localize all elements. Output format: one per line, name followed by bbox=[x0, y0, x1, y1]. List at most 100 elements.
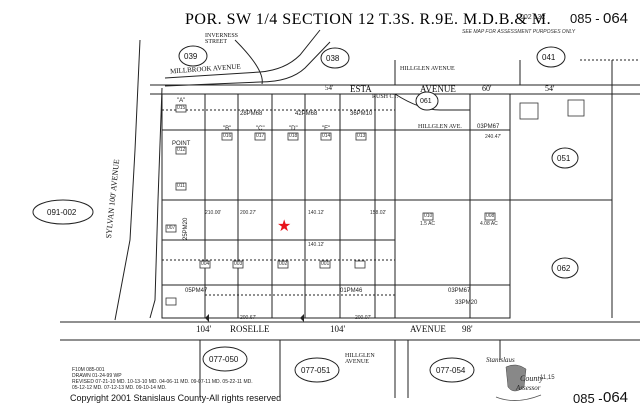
dim-5: 140.12' bbox=[308, 242, 325, 248]
plat-05pm47: 05PM47 bbox=[185, 288, 208, 294]
map-note: SEE MAP FOR ASSESSMENT PURPOSES ONLY bbox=[462, 29, 576, 35]
book-code: 002 132 bbox=[520, 14, 546, 21]
stanislaus-logo: Stanislaus County Assessor 11,15 bbox=[486, 357, 556, 407]
footer-line3: REVISED 07-21-10 MD. 10-13-10 MD. 04-06-… bbox=[72, 379, 253, 385]
parcel-012: 012 bbox=[177, 147, 186, 153]
parcel-003: 003 bbox=[234, 261, 243, 267]
parcel-017: 017 bbox=[256, 133, 265, 139]
right-width1-label: 60' bbox=[482, 84, 492, 93]
ellipse-039 bbox=[178, 45, 208, 67]
footer-line4: 05-12-12 MD. 07-12-13 MD. 09-10-14 MD. bbox=[72, 385, 167, 391]
dim-7: 200.07' bbox=[355, 315, 372, 321]
bottom-page-number: 064 bbox=[603, 389, 629, 406]
sylvan-line-right bbox=[149, 87, 163, 319]
ellipse-038-label: 038 bbox=[326, 54, 340, 63]
plat-03pm67-b: 03PM67 bbox=[448, 288, 471, 294]
parcel-011: 011 bbox=[177, 183, 185, 189]
map-title: POR. SW 1/4 SECTION 12 T.3S. R.9E. M.D.B… bbox=[185, 11, 552, 28]
parcel-018: 018 bbox=[289, 133, 298, 139]
location-star-icon: ★ bbox=[277, 218, 292, 235]
millbrook-line-bottom bbox=[164, 41, 331, 87]
copyright-text: Copyright 2001 Stanislaus County-All rig… bbox=[70, 393, 282, 403]
ellipse-062 bbox=[551, 257, 579, 279]
ellipse-091-002 bbox=[32, 199, 94, 225]
roselle-width-label: 104' bbox=[196, 324, 212, 334]
footer-line1: F10M 085-001 bbox=[72, 367, 105, 373]
right-width2-label: 54' bbox=[545, 84, 555, 93]
dim-10: 4.08 AC bbox=[480, 221, 498, 227]
ellipse-077-051 bbox=[294, 357, 340, 383]
dim-6: 200.67' bbox=[240, 315, 257, 321]
ellipse-038 bbox=[320, 47, 350, 69]
parcel-008: 008 bbox=[486, 213, 495, 219]
dim-9: 1.5 AC bbox=[420, 221, 436, 227]
ellipse-062-label: 062 bbox=[557, 264, 571, 273]
bottom-page-prefix: 085 - bbox=[573, 391, 603, 406]
hillglen-bottom-label: HILLGLEN AVENUE bbox=[345, 353, 375, 365]
letter-d: "D" bbox=[289, 126, 298, 132]
parcel-007: 007 bbox=[167, 225, 176, 231]
ellipse-077-054-label: 077-054 bbox=[436, 366, 466, 375]
inverness-street-label: INVERNESS STREET bbox=[205, 33, 239, 45]
plat-33pm20: 33PM20 bbox=[455, 300, 478, 306]
dim-1: 210.00' bbox=[205, 210, 222, 216]
letter-e: "E" bbox=[322, 126, 331, 132]
ellipse-077-054 bbox=[429, 357, 475, 383]
ellipse-077-051-label: 077-051 bbox=[301, 366, 331, 375]
plat-01pm46: 01PM46 bbox=[340, 288, 363, 294]
ellipse-051 bbox=[551, 147, 579, 169]
logo-county-text: County bbox=[520, 374, 544, 383]
dim-8: 240.47' bbox=[485, 134, 502, 140]
roselle-label: ROSELLE bbox=[230, 324, 270, 334]
plat-42pm68: 42PM68 bbox=[295, 111, 318, 117]
avenue-top-label: AVENUE bbox=[420, 84, 456, 94]
point-label: POINT bbox=[172, 141, 191, 147]
dim-3: 140.12' bbox=[308, 210, 325, 216]
parcel-004: 004 bbox=[201, 261, 210, 267]
avenue-bottom-width-label: 98' bbox=[462, 324, 473, 334]
esta-label: ESTA bbox=[350, 84, 372, 94]
rush-ct-label: RUSH CT. bbox=[372, 94, 399, 100]
page-prefix: 085 - bbox=[570, 11, 600, 26]
ellipse-077-050-label: 077-050 bbox=[209, 355, 239, 364]
main-block bbox=[161, 93, 511, 319]
parcel-015: 015 bbox=[177, 105, 186, 111]
logo-assessor-text: Assessor bbox=[516, 384, 541, 392]
ellipse-041 bbox=[536, 46, 566, 68]
parcel-010: 010 bbox=[424, 213, 433, 219]
hillglen-top-label: HILLGLEN AVENUE bbox=[400, 66, 455, 72]
ellipse-061-label: 061 bbox=[420, 98, 432, 105]
parcel-016: 016 bbox=[223, 133, 232, 139]
dim-4: 158.02' bbox=[370, 210, 387, 216]
ellipse-077-050 bbox=[202, 346, 248, 372]
parcel-002: 002 bbox=[279, 261, 288, 267]
ellipse-061 bbox=[415, 91, 439, 111]
plat-28pm68: 28PM68 bbox=[240, 111, 263, 117]
ellipse-039-label: 039 bbox=[184, 52, 198, 61]
parcel-001: 001 bbox=[321, 261, 330, 267]
dim-2: 200.27' bbox=[240, 210, 257, 216]
plat-03pm67-a: 03PM67 bbox=[477, 124, 500, 130]
ellipse-091-002-label: 091-002 bbox=[47, 208, 77, 217]
parcel-013: 013 bbox=[357, 133, 366, 139]
inverness-curve bbox=[234, 39, 263, 85]
letter-a: "A" bbox=[177, 98, 186, 104]
page-number: 064 bbox=[603, 10, 629, 27]
esta-width-label: 54' bbox=[325, 84, 334, 92]
parcel-014: 014 bbox=[322, 133, 331, 139]
plat-25pm20: 25PM20 bbox=[183, 217, 189, 240]
sylvan-line-left bbox=[114, 39, 141, 321]
ellipse-041-label: 041 bbox=[542, 53, 556, 62]
letter-c: "C" bbox=[256, 126, 265, 132]
letter-b: "B" bbox=[223, 126, 232, 132]
logo-stanislaus-text: Stanislaus bbox=[486, 356, 515, 364]
footer-line2: DRAWN 01-24-99 WP bbox=[72, 373, 122, 379]
roselle-width2-label: 104' bbox=[330, 324, 346, 334]
plat-36pm10: 36PM10 bbox=[350, 111, 373, 117]
avenue-bottom-label: AVENUE bbox=[410, 324, 446, 334]
ellipse-051-label: 051 bbox=[557, 154, 571, 163]
hillglen-ave-label: HILLGLEN AVE. bbox=[418, 124, 462, 130]
logo-code-text: 11,15 bbox=[540, 375, 555, 381]
